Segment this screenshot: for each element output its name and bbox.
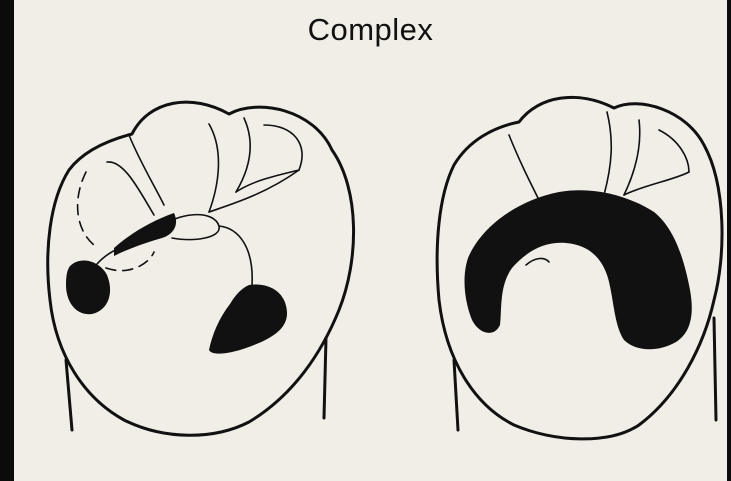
tooth-left-fissures bbox=[97, 118, 302, 285]
tooth-left-caries bbox=[66, 213, 287, 354]
caries-right-arch bbox=[465, 190, 692, 349]
caries-left-mesial bbox=[66, 260, 110, 314]
tooth-left-root-right bbox=[324, 338, 326, 418]
caries-left-fissure bbox=[114, 213, 176, 256]
tooth-right-root-right bbox=[714, 318, 716, 420]
tooth-right-caries bbox=[465, 190, 692, 349]
tooth-left-dashed-marks bbox=[78, 172, 154, 271]
figure-canvas: Complex bbox=[14, 0, 727, 481]
tooth-diagrams bbox=[14, 0, 727, 481]
tooth-left-root-left bbox=[66, 360, 72, 430]
tooth-right-root-left bbox=[454, 360, 458, 430]
caries-left-distal bbox=[209, 284, 287, 353]
